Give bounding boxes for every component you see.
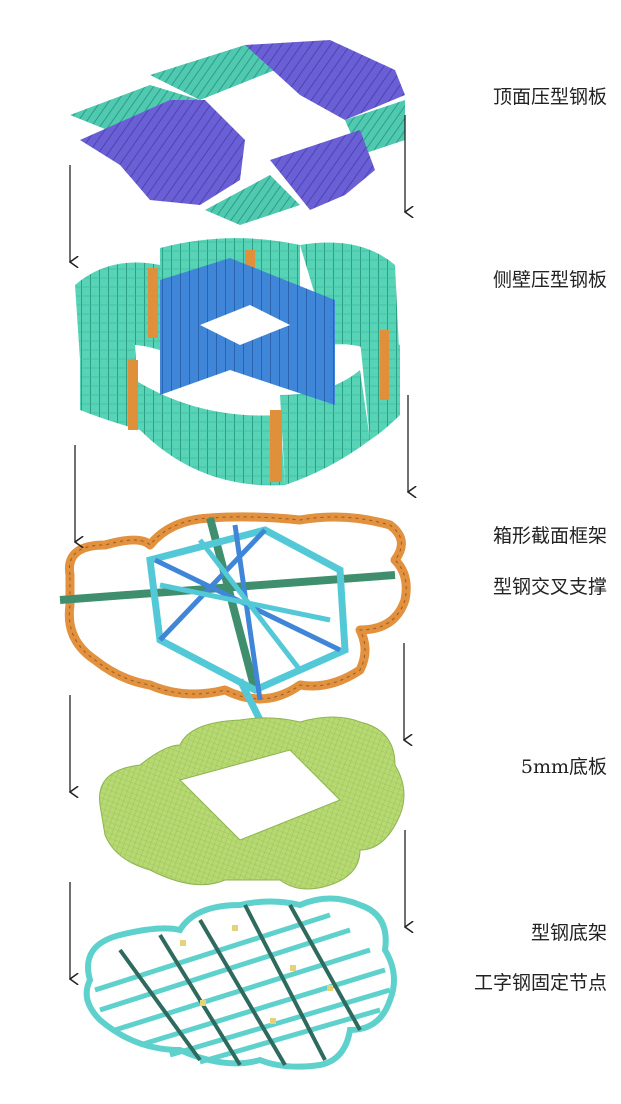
label-cross-brace: 型钢交叉支撑 bbox=[492, 576, 607, 598]
label-i-beam-nodes: 工字钢固定节点 bbox=[473, 972, 607, 994]
roof-sheet-layer bbox=[70, 40, 405, 225]
frame-brace-layer bbox=[59, 512, 411, 722]
base-plate-layer bbox=[99, 716, 405, 890]
sidewall-sheet-layer bbox=[75, 238, 400, 486]
label-base-frame: 型钢底架 bbox=[530, 922, 607, 944]
label-base-plate: 5mm底板 bbox=[520, 756, 607, 778]
arrows bbox=[70, 115, 408, 979]
label-roof-sheet: 顶面压型钢板 bbox=[492, 86, 607, 108]
label-box-frame: 箱形截面框架 bbox=[492, 525, 607, 547]
base-frame-layer bbox=[83, 895, 397, 1070]
label-sidewall-sheet: 侧壁压型钢板 bbox=[492, 269, 607, 291]
